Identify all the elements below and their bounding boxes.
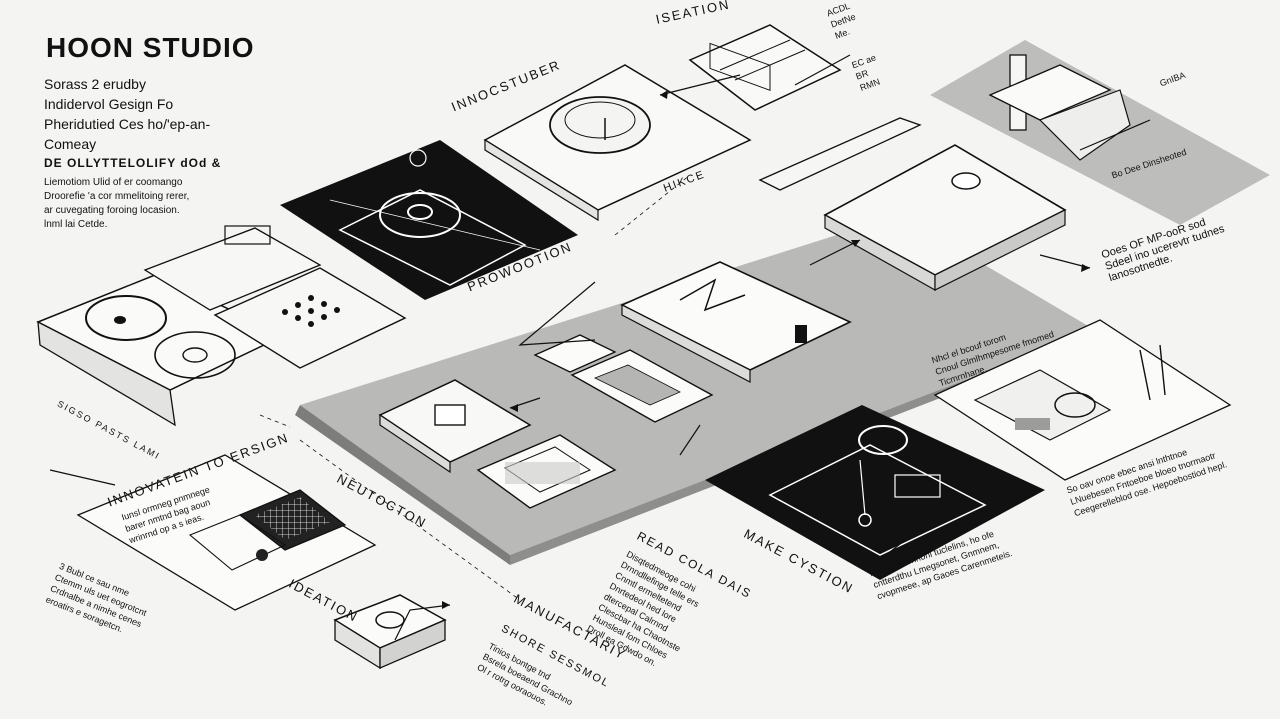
subsection-text: Liemotiom Ulid of er coomango Droorefie …: [44, 177, 190, 230]
subsection-heading: DE OLLYTTELOLIFY dOd &: [44, 156, 222, 170]
black-panel-right: [705, 405, 1045, 580]
studio-title: HOON STUDIO: [46, 32, 255, 63]
black-panel-left: [280, 140, 578, 300]
exploded-isometric-diagram: [36, 24, 1270, 670]
studio-intro: Sorass 2 erudby Indidervol Gesign Fo Phe…: [44, 76, 211, 152]
